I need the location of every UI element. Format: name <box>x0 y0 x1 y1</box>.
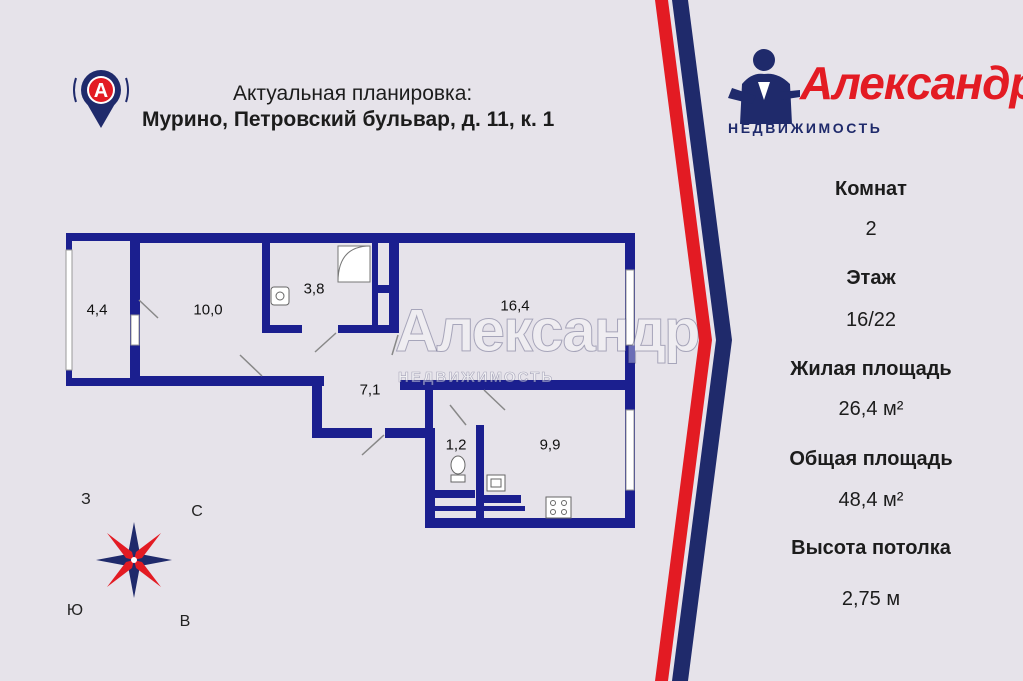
rooms-label: Комнат <box>835 178 907 200</box>
room-area-bathroom: 3,8 <box>303 280 325 298</box>
brand-name: Александр <box>800 57 1023 109</box>
windows <box>65 249 635 491</box>
toilet-icon <box>450 455 466 483</box>
compass-east-label: В <box>179 613 191 630</box>
ceiling-height-value: 2,75 м <box>841 588 901 610</box>
floor-label: Этаж <box>846 267 896 289</box>
location-pin-icon <box>73 70 129 128</box>
total-area-value: 48,4 м² <box>838 489 904 511</box>
chevron-navy-stripe <box>672 0 732 681</box>
room-area-room-2: 16,4 <box>500 297 530 315</box>
realtor-figure-icon <box>728 49 800 124</box>
room-area-toilet: 1,2 <box>445 436 467 454</box>
header-subtitle: Актуальная планировка: <box>233 82 473 105</box>
room-area-kitchen: 9,9 <box>539 436 561 454</box>
living-area-label: Жилая площадь <box>790 358 952 380</box>
compass-north-label: С <box>191 503 203 520</box>
watermark-subtitle: НЕДВИЖИМОСТЬ <box>398 369 555 387</box>
stove-icon <box>545 496 572 519</box>
floor-value: 16/22 <box>845 309 897 331</box>
watermark-name: Александр <box>395 297 702 365</box>
compass-west-label: З <box>81 491 91 508</box>
living-area-value: 26,4 м² <box>838 398 904 420</box>
sink-icon <box>270 286 290 306</box>
brand-subtitle: НЕДВИЖИМОСТЬ <box>728 120 883 136</box>
header-address: Мурино, Петровский бульвар, д. 11, к. 1 <box>142 108 555 131</box>
room-area-balcony: 4,4 <box>86 301 108 319</box>
compass-rose-icon <box>96 522 172 598</box>
compass-south-label: Ю <box>66 602 84 619</box>
kitchen-sink-icon <box>486 474 506 492</box>
chevron-red-stripe <box>655 0 712 681</box>
total-area-label: Общая площадь <box>789 448 953 470</box>
door-swings <box>138 299 506 456</box>
shower-icon <box>337 245 371 283</box>
rooms-value: 2 <box>865 218 877 240</box>
ceiling-height-label: Высота потолка <box>791 537 951 559</box>
room-area-hallway: 7,1 <box>359 381 381 399</box>
room-area-room-1: 10,0 <box>193 301 223 319</box>
